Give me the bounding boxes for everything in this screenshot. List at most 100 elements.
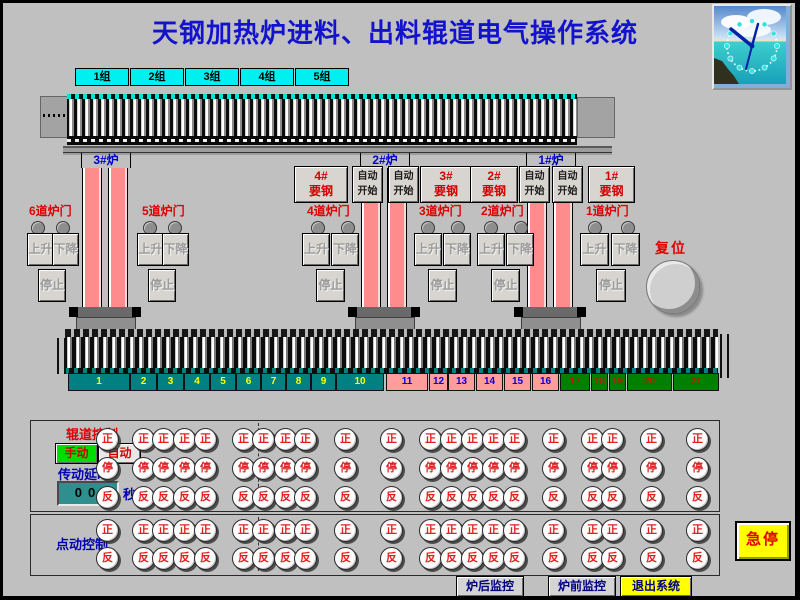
- jog-reverse-button-4[interactable]: 反: [173, 547, 196, 570]
- roller-stop-button-4[interactable]: 停: [173, 457, 196, 480]
- door-down-button[interactable]: 下降: [162, 233, 189, 266]
- door-down-button[interactable]: 下降: [443, 233, 471, 266]
- furnace-front-monitor-button[interactable]: 炉前监控: [548, 576, 616, 597]
- jog-forward-button-4[interactable]: 正: [173, 519, 196, 542]
- emergency-stop-button[interactable]: 急停: [735, 521, 791, 561]
- steel-request-button[interactable]: 1#要钢: [588, 166, 635, 203]
- roller-reverse-button-4[interactable]: 反: [173, 486, 196, 509]
- roller-reverse-button-17[interactable]: 反: [542, 486, 565, 509]
- jog-forward-button-7[interactable]: 正: [252, 519, 275, 542]
- roller-forward-button-18[interactable]: 正: [581, 428, 604, 451]
- roller-stop-button-17[interactable]: 停: [542, 457, 565, 480]
- jog-forward-button-18[interactable]: 正: [581, 519, 604, 542]
- roller-forward-button-3[interactable]: 正: [152, 428, 175, 451]
- roller-stop-button-21[interactable]: 停: [686, 457, 709, 480]
- door-down-button[interactable]: 下降: [506, 233, 534, 266]
- roller-stop-button-15[interactable]: 停: [482, 457, 505, 480]
- door-down-button[interactable]: 下降: [52, 233, 79, 266]
- roller-reverse-button-10[interactable]: 反: [334, 486, 357, 509]
- jog-forward-button-12[interactable]: 正: [419, 519, 442, 542]
- roller-forward-button-13[interactable]: 正: [440, 428, 463, 451]
- door-stop-button[interactable]: 停止: [38, 269, 66, 302]
- auto-start-button[interactable]: 自动开始: [519, 166, 550, 203]
- roller-stop-button-9[interactable]: 停: [294, 457, 317, 480]
- reset-button[interactable]: [646, 260, 700, 314]
- roller-reverse-button-3[interactable]: 反: [152, 486, 175, 509]
- door-stop-button[interactable]: 停止: [316, 269, 345, 302]
- jog-reverse-button-12[interactable]: 反: [419, 547, 442, 570]
- jog-reverse-button-8[interactable]: 反: [274, 547, 297, 570]
- jog-forward-button-14[interactable]: 正: [461, 519, 484, 542]
- roller-reverse-button-9[interactable]: 反: [294, 486, 317, 509]
- jog-forward-button-10[interactable]: 正: [334, 519, 357, 542]
- door-up-button[interactable]: 上升: [137, 233, 164, 266]
- steel-request-button[interactable]: 4#要钢: [294, 166, 348, 203]
- roller-forward-button-16[interactable]: 正: [503, 428, 526, 451]
- jog-reverse-button-9[interactable]: 反: [294, 547, 317, 570]
- jog-reverse-button-10[interactable]: 反: [334, 547, 357, 570]
- jog-reverse-button-3[interactable]: 反: [152, 547, 175, 570]
- auto-start-button[interactable]: 自动开始: [552, 166, 583, 203]
- jog-reverse-button-19[interactable]: 反: [601, 547, 624, 570]
- jog-forward-button-9[interactable]: 正: [294, 519, 317, 542]
- roller-reverse-button-11[interactable]: 反: [380, 486, 403, 509]
- roller-forward-button-17[interactable]: 正: [542, 428, 565, 451]
- jog-forward-button-16[interactable]: 正: [503, 519, 526, 542]
- roller-stop-button-11[interactable]: 停: [380, 457, 403, 480]
- jog-forward-button-20[interactable]: 正: [640, 519, 663, 542]
- door-stop-button[interactable]: 停止: [491, 269, 520, 302]
- door-stop-button[interactable]: 停止: [148, 269, 176, 302]
- roller-reverse-button-7[interactable]: 反: [252, 486, 275, 509]
- steel-request-button[interactable]: 2#要钢: [470, 166, 518, 203]
- roller-reverse-button-21[interactable]: 反: [686, 486, 709, 509]
- jog-forward-button-19[interactable]: 正: [601, 519, 624, 542]
- manual-mode-button[interactable]: 手动: [55, 443, 98, 464]
- roller-reverse-button-1[interactable]: 反: [96, 486, 119, 509]
- auto-start-button[interactable]: 自动开始: [352, 166, 383, 203]
- jog-reverse-button-14[interactable]: 反: [461, 547, 484, 570]
- roller-stop-button-20[interactable]: 停: [640, 457, 663, 480]
- jog-reverse-button-17[interactable]: 反: [542, 547, 565, 570]
- roller-forward-button-4[interactable]: 正: [173, 428, 196, 451]
- roller-forward-button-7[interactable]: 正: [252, 428, 275, 451]
- roller-forward-button-9[interactable]: 正: [294, 428, 317, 451]
- jog-reverse-button-15[interactable]: 反: [482, 547, 505, 570]
- roller-stop-button-1[interactable]: 停: [96, 457, 119, 480]
- roller-reverse-button-13[interactable]: 反: [440, 486, 463, 509]
- jog-reverse-button-20[interactable]: 反: [640, 547, 663, 570]
- door-up-button[interactable]: 上升: [27, 233, 54, 266]
- roller-stop-button-16[interactable]: 停: [503, 457, 526, 480]
- roller-forward-button-5[interactable]: 正: [194, 428, 217, 451]
- roller-forward-button-15[interactable]: 正: [482, 428, 505, 451]
- roller-reverse-button-20[interactable]: 反: [640, 486, 663, 509]
- steel-request-button[interactable]: 3#要钢: [420, 166, 472, 203]
- roller-forward-button-19[interactable]: 正: [601, 428, 624, 451]
- jog-forward-button-11[interactable]: 正: [380, 519, 403, 542]
- exit-system-button[interactable]: 退出系统: [620, 576, 692, 597]
- door-up-button[interactable]: 上升: [302, 233, 330, 266]
- roller-stop-button-7[interactable]: 停: [252, 457, 275, 480]
- roller-stop-button-10[interactable]: 停: [334, 457, 357, 480]
- jog-forward-button-8[interactable]: 正: [274, 519, 297, 542]
- door-down-button[interactable]: 下降: [331, 233, 359, 266]
- roller-stop-button-3[interactable]: 停: [152, 457, 175, 480]
- roller-reverse-button-16[interactable]: 反: [503, 486, 526, 509]
- roller-reverse-button-15[interactable]: 反: [482, 486, 505, 509]
- roller-forward-button-1[interactable]: 正: [96, 428, 119, 451]
- roller-reverse-button-5[interactable]: 反: [194, 486, 217, 509]
- roller-forward-button-21[interactable]: 正: [686, 428, 709, 451]
- door-stop-button[interactable]: 停止: [596, 269, 626, 302]
- jog-reverse-button-7[interactable]: 反: [252, 547, 275, 570]
- jog-forward-button-21[interactable]: 正: [686, 519, 709, 542]
- roller-reverse-button-19[interactable]: 反: [601, 486, 624, 509]
- jog-reverse-button-21[interactable]: 反: [686, 547, 709, 570]
- auto-start-button[interactable]: 自动开始: [388, 166, 419, 203]
- furnace-rear-monitor-button[interactable]: 炉后监控: [456, 576, 524, 597]
- jog-forward-button-13[interactable]: 正: [440, 519, 463, 542]
- jog-reverse-button-11[interactable]: 反: [380, 547, 403, 570]
- roller-stop-button-5[interactable]: 停: [194, 457, 217, 480]
- door-up-button[interactable]: 上升: [477, 233, 505, 266]
- roller-stop-button-13[interactable]: 停: [440, 457, 463, 480]
- jog-forward-button-2[interactable]: 正: [132, 519, 155, 542]
- roller-forward-button-12[interactable]: 正: [419, 428, 442, 451]
